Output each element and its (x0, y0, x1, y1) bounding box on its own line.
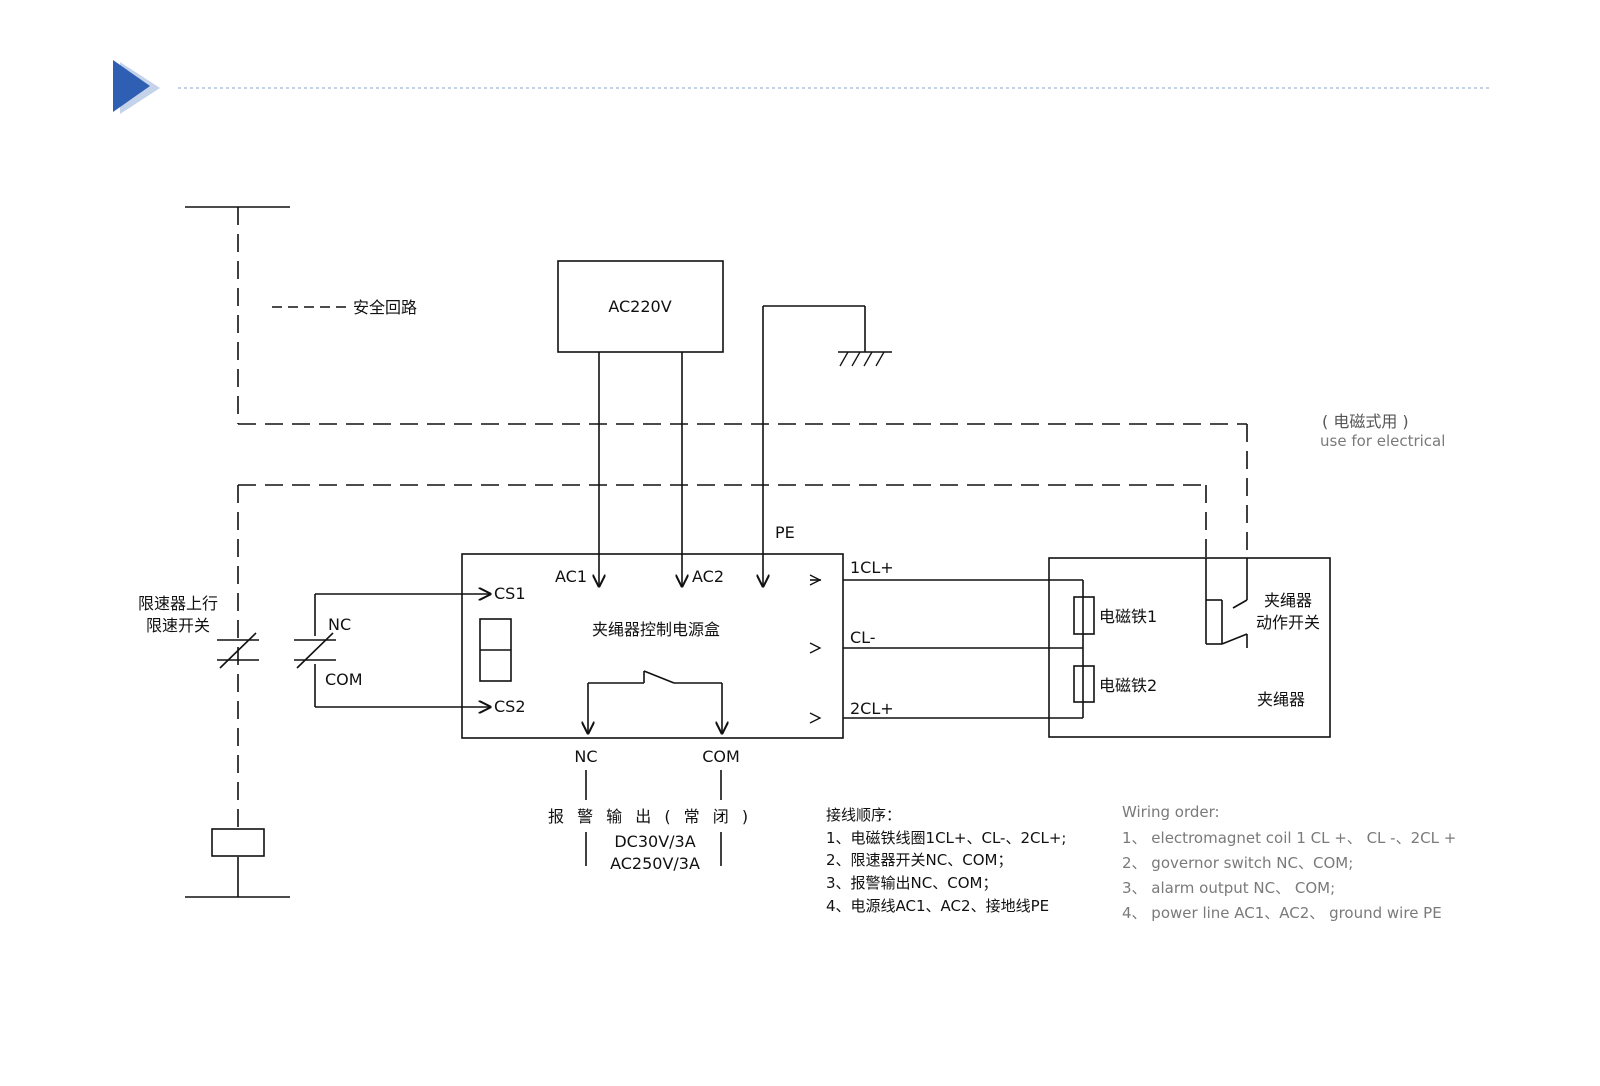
pin-2cl-plus: 2CL+ (850, 699, 894, 718)
power-source-box (557, 260, 724, 353)
alarm-relay-contact (588, 670, 722, 733)
wiring-cn-item-4: 4、电源线AC1、AC2、接地线PE (826, 897, 1049, 915)
alarm-com-label: COM (702, 747, 740, 766)
legend: 安全回路 (272, 298, 417, 317)
alarm-nc-label: NC (574, 747, 597, 766)
wiring-cn-item-3: 3、报警输出NC、COM； (826, 874, 997, 892)
wiring-cn-title: 接线顺序： (826, 806, 901, 824)
alarm-output-label: 报 警 输 出 ( 常 闭 ) (548, 807, 752, 826)
action-switch-label-2: 动作开关 (1256, 613, 1320, 632)
ground-icon (763, 305, 892, 367)
wiring-en-item-2: 2、 governor switch NC、COM; (1122, 854, 1353, 872)
wiring-cn-item-1: 1、电磁铁线圈1CL+、CL-、2CL+; (826, 829, 1066, 847)
governor-switch-label-2: 限速开关 (146, 616, 210, 635)
pin-cs2: CS2 (494, 697, 526, 716)
magnet-1-label: 电磁铁1 (1099, 607, 1157, 626)
wiring-en-item-3: 3、 alarm output NC、 COM; (1122, 879, 1335, 897)
alarm-rating-dc: DC30V/3A (614, 832, 695, 851)
electrical-note-cn: ( 电磁式用 ) (1322, 412, 1409, 431)
action-switch-symbol (1205, 558, 1248, 648)
control-box (461, 553, 844, 739)
play-triangle-icon (113, 60, 160, 114)
control-box-title: 夹绳器控制电源盒 (592, 620, 720, 639)
legend-safety-loop-label: 安全回路 (353, 298, 417, 317)
pin-ac1: AC1 (555, 567, 587, 586)
switch-nc-label: NC (328, 615, 351, 634)
pin-cl-minus: CL- (850, 628, 876, 647)
wiring-cn-item-2: 2、限速器开关NC、COM； (826, 851, 1012, 869)
switch-com-label: COM (325, 670, 363, 689)
indicator-display (479, 618, 512, 682)
rope-gripper-box (1048, 557, 1331, 738)
magnet-2-coil (1073, 665, 1095, 703)
wiring-en-title: Wiring order: (1122, 803, 1220, 821)
magnet-1-coil (1073, 596, 1095, 635)
pin-pe: PE (775, 523, 795, 542)
action-switch-label-1: 夹绳器 (1264, 591, 1312, 610)
limit-switch-contact (294, 594, 490, 707)
wiring-en-item-4: 4、 power line AC1、AC2、 ground wire PE (1122, 904, 1442, 922)
safety-loop-left (185, 206, 1248, 898)
electrical-note-en: use for electrical (1320, 432, 1445, 450)
wiring-en-item-1: 1、 electromagnet coil 1 CL +、 CL -、2CL + (1122, 829, 1456, 847)
magnet-2-label: 电磁铁2 (1099, 676, 1157, 695)
power-source-label: AC220V (608, 297, 671, 316)
governor-switch-label-1: 限速器上行 (138, 594, 218, 613)
pin-1cl-plus: 1CL+ (850, 558, 894, 577)
pin-ac2: AC2 (692, 567, 724, 586)
alarm-rating-ac: AC250V/3A (610, 854, 700, 873)
rope-gripper-name: 夹绳器 (1257, 690, 1305, 709)
pin-cs1: CS1 (494, 584, 526, 603)
